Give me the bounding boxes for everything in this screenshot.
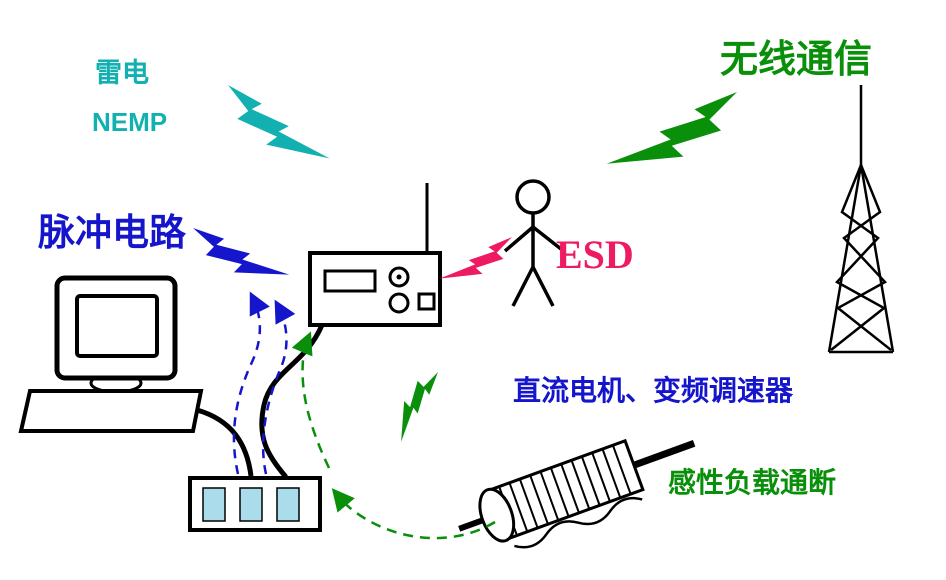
device-knob-bottom bbox=[388, 292, 410, 314]
tower-leg-left bbox=[827, 164, 863, 353]
coupling-arrow-blue-2 bbox=[261, 299, 296, 475]
person-leg-right bbox=[531, 266, 555, 307]
monitor-screen bbox=[75, 294, 159, 358]
tower-lattice-1 bbox=[830, 164, 887, 351]
lightning-esd-icon bbox=[434, 237, 518, 283]
socket-3 bbox=[276, 487, 300, 522]
label-inductive-load: 感性负载通断 bbox=[668, 466, 836, 498]
label-dc-motor: 直流电机、变频调速器 bbox=[513, 374, 794, 406]
device-button bbox=[417, 292, 436, 311]
antenna-tower bbox=[827, 85, 895, 354]
person-arm-left bbox=[503, 225, 535, 253]
coupling-arrow-blue-1 bbox=[232, 291, 270, 475]
tower-lattice-2 bbox=[835, 164, 892, 351]
socket-2 bbox=[239, 487, 263, 522]
motor-end-cap bbox=[478, 487, 516, 543]
lightning-wireless-icon bbox=[598, 92, 747, 171]
coupling-arrow-green-motor bbox=[331, 488, 496, 540]
dc-motor bbox=[458, 438, 696, 549]
person-figure bbox=[503, 179, 563, 307]
label-lightning: 雷电 bbox=[95, 58, 149, 88]
lightning-pulse-icon bbox=[188, 228, 294, 280]
cable-computer-to-strip bbox=[196, 407, 254, 477]
label-wireless: 无线通信 bbox=[720, 39, 872, 81]
device-knob-top-dot bbox=[396, 274, 402, 280]
tower-leg-right bbox=[859, 164, 895, 353]
label-nemp: NEMP bbox=[92, 107, 167, 137]
label-pulse-circuit: 脉冲电路 bbox=[38, 212, 187, 253]
coupling-arrow-green-device bbox=[291, 331, 331, 469]
cable-device-to-strip bbox=[259, 324, 325, 479]
motor-shaft-right bbox=[630, 440, 696, 470]
person-leg-left bbox=[511, 266, 535, 307]
radio-device bbox=[308, 183, 442, 327]
power-strip bbox=[188, 476, 322, 532]
device-display bbox=[323, 269, 377, 293]
person-arm-right bbox=[531, 225, 563, 251]
lightning-nemp-icon bbox=[214, 85, 342, 164]
label-esd: ESD bbox=[556, 232, 634, 277]
person-head bbox=[515, 179, 551, 215]
lightning-load-icon bbox=[397, 367, 438, 446]
socket-1 bbox=[202, 487, 226, 522]
computer bbox=[18, 275, 204, 433]
motor-base-wave bbox=[514, 496, 643, 549]
computer-base bbox=[18, 389, 204, 433]
